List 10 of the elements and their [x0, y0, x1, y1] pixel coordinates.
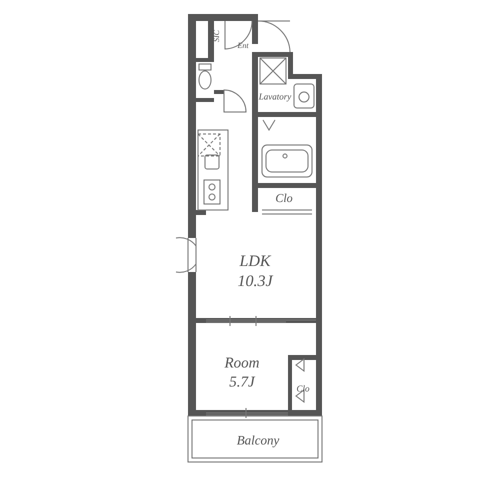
room-label: 10.3J: [237, 274, 273, 290]
room-label: Clo: [275, 192, 293, 204]
room-label: Ent: [237, 42, 249, 50]
room-label: SIC: [213, 30, 221, 42]
room-label: Room: [224, 356, 260, 372]
room-label: Balcony: [236, 434, 280, 446]
room-label: 5.7J: [229, 376, 255, 390]
room-label: LDK: [239, 254, 271, 270]
room-label: Clo: [296, 384, 310, 394]
room-label: Lavatory: [258, 92, 292, 102]
